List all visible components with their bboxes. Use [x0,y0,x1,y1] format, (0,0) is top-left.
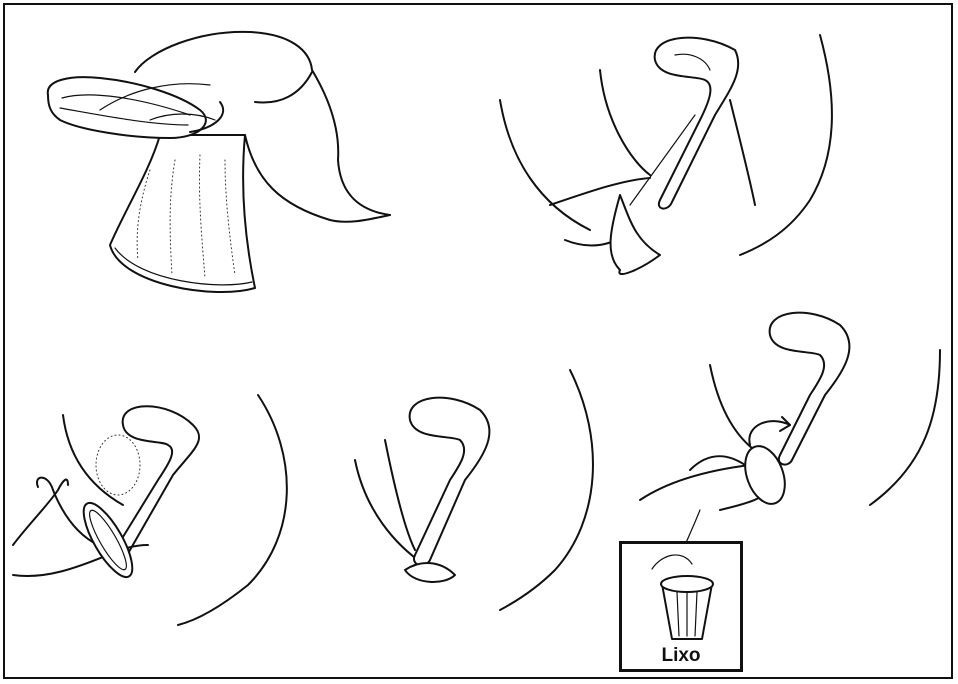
trash-can-icon [622,544,740,644]
trash-box: Lixo [619,541,743,672]
finger-pushing-ring-to-cervix-icon [8,395,308,635]
trash-label: Lixo [622,645,740,667]
condom-in-place-icon [345,370,615,630]
hand-squeezing-condom-ring-icon [40,20,400,300]
ring-inserted-into-vagina-icon [490,30,860,290]
